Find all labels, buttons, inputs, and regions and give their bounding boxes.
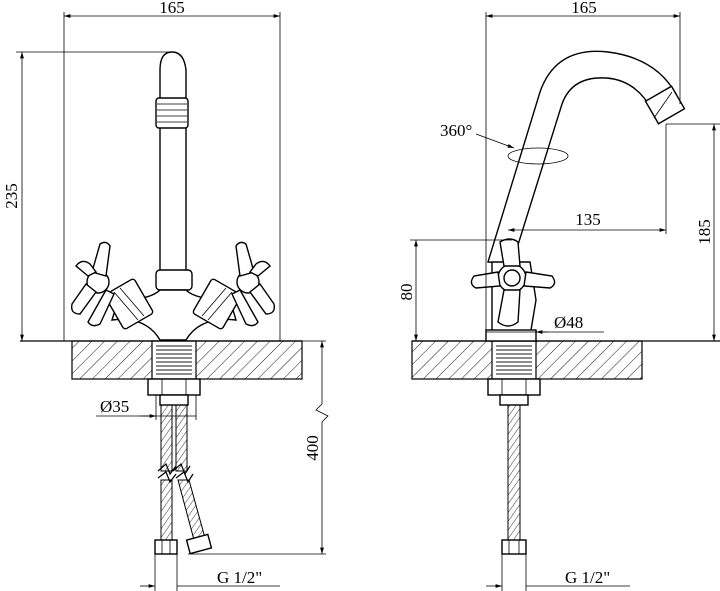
front-hose-length-dimension: 400 [303, 435, 322, 461]
side-view: 360° 165 135 [397, 0, 720, 591]
front-hose-left-lower [160, 479, 173, 541]
front-hose-left-upper [160, 404, 173, 472]
front-width-dimension: 165 [159, 0, 185, 17]
front-height-dimension: 235 [2, 183, 21, 209]
front-hose-right-upper [175, 404, 188, 472]
side-rotation-label: 360° [440, 121, 472, 140]
front-aerator [155, 97, 189, 129]
side-spout-height-dimension: 185 [695, 219, 714, 245]
side-width-dimension: 165 [571, 0, 597, 17]
front-view: 165 235 Ø35 400 G 1/2" [2, 0, 329, 591]
side-thread-dimension: G 1/2" [565, 568, 610, 587]
side-aerator [644, 85, 686, 125]
front-thread-dimension: G 1/2" [217, 568, 262, 587]
front-spout [159, 51, 187, 273]
side-hose [507, 404, 521, 541]
side-spout [487, 50, 677, 265]
side-base-diameter-dimension: Ø48 [554, 313, 583, 332]
side-reach-dimension: 135 [575, 210, 601, 229]
front-hose-right-lower [177, 479, 206, 541]
side-handle-height-dimension: 80 [397, 284, 416, 301]
front-left-valve [70, 241, 154, 330]
side-handle [470, 238, 556, 327]
rotation-indicator [507, 147, 569, 165]
front-right-valve [192, 241, 276, 330]
front-outlet-diameter-dimension: Ø35 [100, 397, 129, 416]
